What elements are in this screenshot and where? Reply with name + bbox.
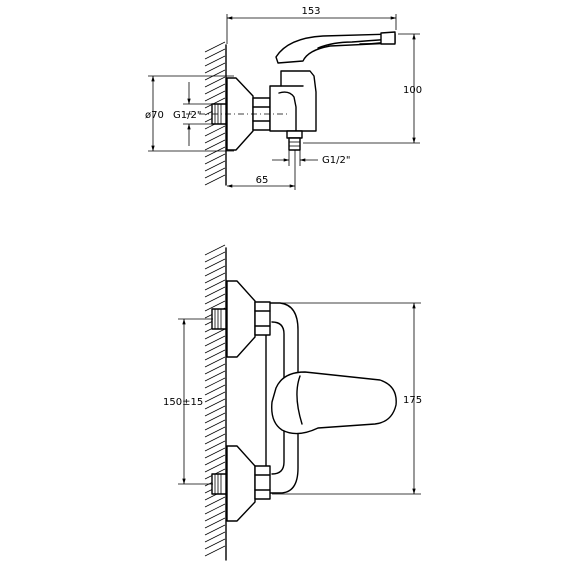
outlet-side bbox=[286, 130, 303, 151]
dim-65-label: 65 bbox=[256, 175, 269, 186]
outlet-thread-label: G1/2" bbox=[322, 155, 350, 166]
wall-hatch-line bbox=[204, 454, 226, 466]
wall-hatch-line bbox=[204, 433, 226, 445]
inlet-thread-label: G1/2" bbox=[173, 110, 201, 121]
wall-hatch-line bbox=[204, 244, 226, 256]
body-contour bbox=[278, 91, 297, 132]
wall-hatch-line bbox=[204, 419, 226, 431]
wall-front bbox=[204, 244, 227, 561]
dim-outlet-thread: G1/2" bbox=[272, 150, 350, 166]
upper-inlet-thread bbox=[211, 308, 227, 330]
upper-flange bbox=[226, 280, 256, 358]
wall-hatch-line bbox=[204, 447, 226, 459]
wall-hatch-line bbox=[204, 90, 226, 102]
wall-hatch-line bbox=[204, 167, 226, 179]
wall-hatch-line bbox=[204, 391, 226, 403]
wall-hatch-line bbox=[204, 258, 226, 270]
wall-hatch-line bbox=[204, 517, 226, 529]
wall-hatch-line bbox=[204, 503, 226, 515]
upper-hex-nut bbox=[254, 301, 271, 336]
wall-hatch-line bbox=[204, 370, 226, 382]
wall-hatch-line bbox=[204, 384, 226, 396]
wall-hatch-line bbox=[204, 251, 226, 263]
wall-hatch-line bbox=[204, 153, 226, 165]
wall-hatch-line bbox=[204, 69, 226, 81]
wall-hatch-line bbox=[204, 160, 226, 172]
lower-flange bbox=[226, 445, 256, 522]
mixer-body bbox=[269, 70, 317, 132]
wall-hatch-line bbox=[204, 510, 226, 522]
dim-inlet-thread: G1/2" bbox=[173, 82, 212, 146]
wall-hatch-line bbox=[204, 139, 226, 151]
dim-flange-diameter: ø70 bbox=[145, 75, 234, 152]
dim-153-label: 153 bbox=[301, 6, 320, 17]
wall-hatch-line bbox=[204, 349, 226, 361]
wall-hatch-line bbox=[204, 328, 226, 340]
wall-hatch-line bbox=[204, 335, 226, 347]
dim-height-175: 175 bbox=[272, 302, 422, 495]
wall-hatch-line bbox=[204, 356, 226, 368]
dim-175-label: 175 bbox=[403, 395, 422, 406]
wall-hatch-line bbox=[204, 286, 226, 298]
wall-hatch-line bbox=[204, 440, 226, 452]
lower-inlet-thread bbox=[211, 473, 227, 495]
wall-hatch-line bbox=[204, 174, 226, 186]
wall-hatch-line bbox=[204, 265, 226, 277]
wall-hatch-line bbox=[204, 496, 226, 508]
wall-hatch-line bbox=[204, 300, 226, 312]
dim-spacing: 150±15 bbox=[163, 318, 213, 485]
wall-hatch-line bbox=[204, 412, 226, 424]
wall-hatch-line bbox=[204, 83, 226, 95]
wall-hatch-line bbox=[204, 398, 226, 410]
wall-hatch-line bbox=[204, 363, 226, 375]
wall-hatch-line bbox=[204, 461, 226, 473]
wall-hatch-line bbox=[204, 342, 226, 354]
front-lever bbox=[271, 371, 397, 435]
wall-hatch-line bbox=[204, 279, 226, 291]
wall-hatch-line bbox=[204, 426, 226, 438]
wall-hatch-line bbox=[204, 545, 226, 557]
wall-hatch-line bbox=[204, 538, 226, 550]
lower-hex-nut bbox=[254, 465, 271, 500]
wall-hatch-line bbox=[204, 293, 226, 305]
dim-70-label: ø70 bbox=[145, 110, 164, 121]
side-view: 153 100 ø70 G1/2" bbox=[145, 6, 422, 190]
wall-hatch-line bbox=[204, 405, 226, 417]
dim-depth-65: 65 bbox=[226, 150, 296, 190]
inlet-thread bbox=[211, 103, 227, 125]
lever-handle bbox=[275, 33, 396, 64]
dim-spacing-label: 150±15 bbox=[163, 397, 203, 408]
wall-hatch-line bbox=[204, 48, 226, 60]
wall-hatch-line bbox=[204, 55, 226, 67]
dim-width-153: 153 bbox=[226, 6, 397, 44]
wall-hatch-line bbox=[204, 41, 226, 53]
wall-hatch-line bbox=[204, 62, 226, 74]
wall-hatch-line bbox=[204, 524, 226, 536]
wall-hatch-line bbox=[204, 272, 226, 284]
wall-hatch-line bbox=[204, 377, 226, 389]
dim-height-100: 100 bbox=[303, 33, 422, 144]
wall-hatch-line bbox=[204, 132, 226, 144]
front-view: 150±15 175 bbox=[163, 244, 422, 561]
wall-hatch-line bbox=[204, 531, 226, 543]
wall-hatch-line bbox=[204, 125, 226, 137]
wall-hatch-line bbox=[204, 146, 226, 158]
wall-hatch-line bbox=[204, 97, 226, 109]
dim-100-label: 100 bbox=[403, 85, 422, 96]
wall-hatch-line bbox=[204, 76, 226, 88]
